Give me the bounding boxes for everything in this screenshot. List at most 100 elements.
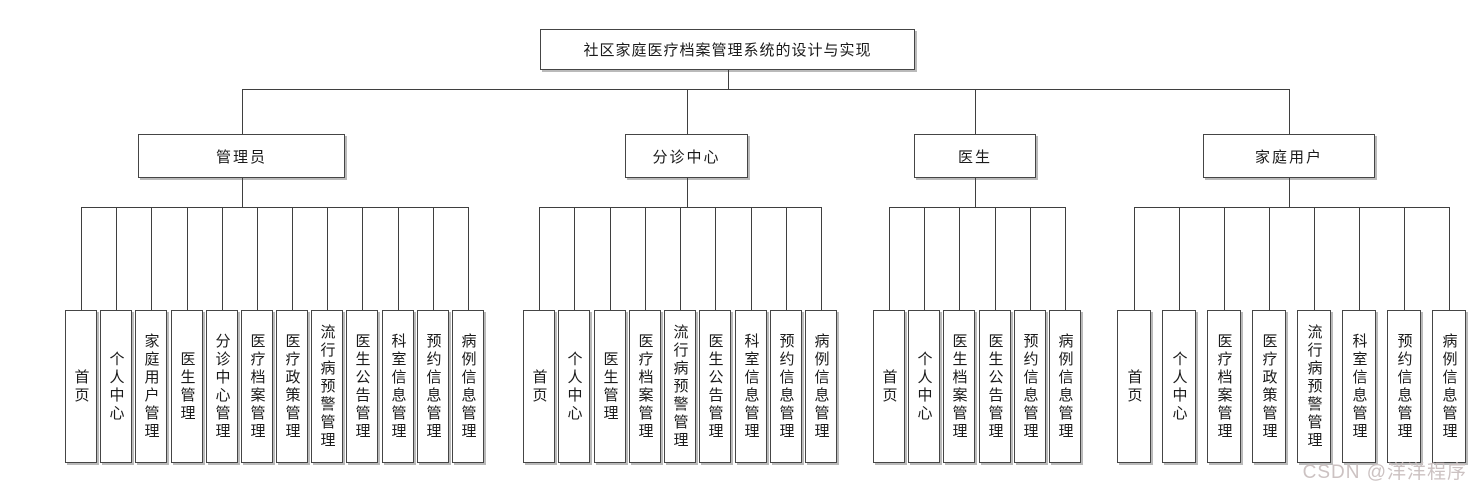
connector-line [715, 207, 716, 310]
connector-line [610, 207, 611, 310]
tree-leaf-label: 病例信息管理 [1056, 332, 1074, 441]
connector-line [327, 207, 328, 310]
tree-leaf-label: 流行病预警管理 [671, 323, 689, 450]
tree-branch-node: 管理员 [138, 134, 345, 178]
tree-leaf-node: 医生公告管理 [699, 310, 731, 463]
tree-branch-label: 管理员 [215, 148, 267, 166]
tree-leaf-label: 医生公告管理 [986, 332, 1004, 441]
tree-leaf-node: 预约信息管理 [1387, 310, 1421, 463]
tree-branch-node: 家庭用户 [1203, 134, 1375, 178]
tree-leaf-node: 医疗档案管理 [629, 310, 661, 463]
tree-leaf-node: 预约信息管理 [1014, 310, 1046, 463]
connector-line [889, 207, 890, 310]
tree-leaf-label: 医疗档案管理 [1215, 332, 1233, 441]
connector-line [292, 207, 293, 310]
tree-leaf-label: 流行病预警管理 [1305, 323, 1323, 450]
connector-line [975, 89, 976, 134]
tree-leaf-node: 预约信息管理 [417, 310, 449, 463]
connector-line [751, 207, 752, 310]
tree-leaf-node: 流行病预警管理 [664, 310, 696, 463]
tree-leaf-label: 医生管理 [601, 350, 619, 423]
tree-leaf-label: 病例信息管理 [812, 332, 830, 441]
tree-leaf-node: 医疗政策管理 [1252, 310, 1286, 463]
connector-line [1314, 207, 1315, 310]
connector-line [539, 207, 540, 310]
tree-leaf-label: 个人中心 [565, 350, 583, 423]
tree-leaf-node: 病例信息管理 [452, 310, 484, 463]
tree-leaf-node: 首页 [523, 310, 555, 463]
tree-leaf-node: 首页 [873, 310, 905, 463]
connector-line [1359, 207, 1360, 310]
tree-leaf-label: 流行病预警管理 [318, 323, 336, 450]
csdn-watermark: CSDN @洋洋程序 [1302, 462, 1467, 483]
connector-line [1269, 207, 1270, 310]
connector-line [1179, 207, 1180, 310]
tree-leaf-node: 预约信息管理 [770, 310, 802, 463]
tree-branch-label: 分诊中心 [652, 148, 721, 166]
tree-leaf-label: 科室信息管理 [1350, 332, 1368, 441]
connector-line [257, 207, 258, 310]
tree-leaf-label: 个人中心 [107, 350, 125, 423]
connector-line [1289, 89, 1290, 134]
connector-line [889, 207, 1066, 208]
connector-line [1449, 207, 1450, 310]
connector-line [81, 207, 82, 310]
connector-line [645, 207, 646, 310]
tree-leaf-label: 家庭用户管理 [142, 332, 160, 441]
tree-leaf-label: 个人中心 [1170, 350, 1188, 423]
tree-branch-node: 分诊中心 [625, 134, 748, 178]
connector-line [242, 89, 1290, 90]
tree-leaf-node: 科室信息管理 [382, 310, 414, 463]
tree-leaf-label: 首页 [880, 368, 898, 405]
tree-leaf-label: 科室信息管理 [389, 332, 407, 441]
tree-leaf-label: 预约信息管理 [424, 332, 442, 441]
tree-leaf-label: 首页 [72, 368, 90, 405]
tree-leaf-node: 科室信息管理 [1342, 310, 1376, 463]
tree-leaf-node: 医疗档案管理 [1207, 310, 1241, 463]
tree-leaf-label: 预约信息管理 [1395, 332, 1413, 441]
tree-leaf-label: 医疗政策管理 [1260, 332, 1278, 441]
tree-leaf-node: 医生管理 [594, 310, 626, 463]
connector-line [995, 207, 996, 310]
tree-leaf-node: 医生公告管理 [979, 310, 1011, 463]
tree-leaf-label: 医疗档案管理 [248, 332, 266, 441]
connector-line [151, 207, 152, 310]
tree-leaf-node: 医疗档案管理 [241, 310, 273, 463]
connector-line [1030, 207, 1031, 310]
connector-line [975, 178, 976, 207]
connector-line [242, 178, 243, 207]
connector-line [433, 207, 434, 310]
connector-line [1134, 207, 1450, 208]
tree-leaf-node: 分诊中心管理 [206, 310, 238, 463]
tree-leaf-label: 预约信息管理 [777, 332, 795, 441]
connector-line [574, 207, 575, 310]
tree-branch-label: 医生 [957, 148, 992, 166]
tree-leaf-node: 流行病预警管理 [1297, 310, 1331, 463]
tree-leaf-label: 个人中心 [915, 350, 933, 423]
connector-line [959, 207, 960, 310]
connector-line [1404, 207, 1405, 310]
tree-leaf-node: 病例信息管理 [805, 310, 837, 463]
tree-leaf-node: 流行病预警管理 [311, 310, 343, 463]
connector-line [786, 207, 787, 310]
tree-leaf-label: 医生管理 [178, 350, 196, 423]
tree-leaf-node: 个人中心 [908, 310, 940, 463]
tree-branch-label: 家庭用户 [1254, 148, 1323, 166]
tree-root-label: 社区家庭医疗档案管理系统的设计与实现 [583, 42, 872, 59]
connector-line [687, 89, 688, 134]
tree-leaf-node: 个人中心 [100, 310, 132, 463]
tree-leaf-label: 医生公告管理 [353, 332, 371, 441]
tree-leaf-node: 个人中心 [558, 310, 590, 463]
tree-root-node: 社区家庭医疗档案管理系统的设计与实现 [540, 29, 915, 70]
tree-leaf-node: 医疗政策管理 [276, 310, 308, 463]
connector-line [728, 70, 729, 89]
tree-leaf-node: 医生公告管理 [346, 310, 378, 463]
tree-leaf-label: 科室信息管理 [742, 332, 760, 441]
connector-line [468, 207, 469, 310]
connector-line [222, 207, 223, 310]
connector-line [187, 207, 188, 310]
tree-leaf-label: 医生档案管理 [950, 332, 968, 441]
tree-leaf-label: 分诊中心管理 [213, 332, 231, 441]
connector-line [242, 89, 243, 134]
